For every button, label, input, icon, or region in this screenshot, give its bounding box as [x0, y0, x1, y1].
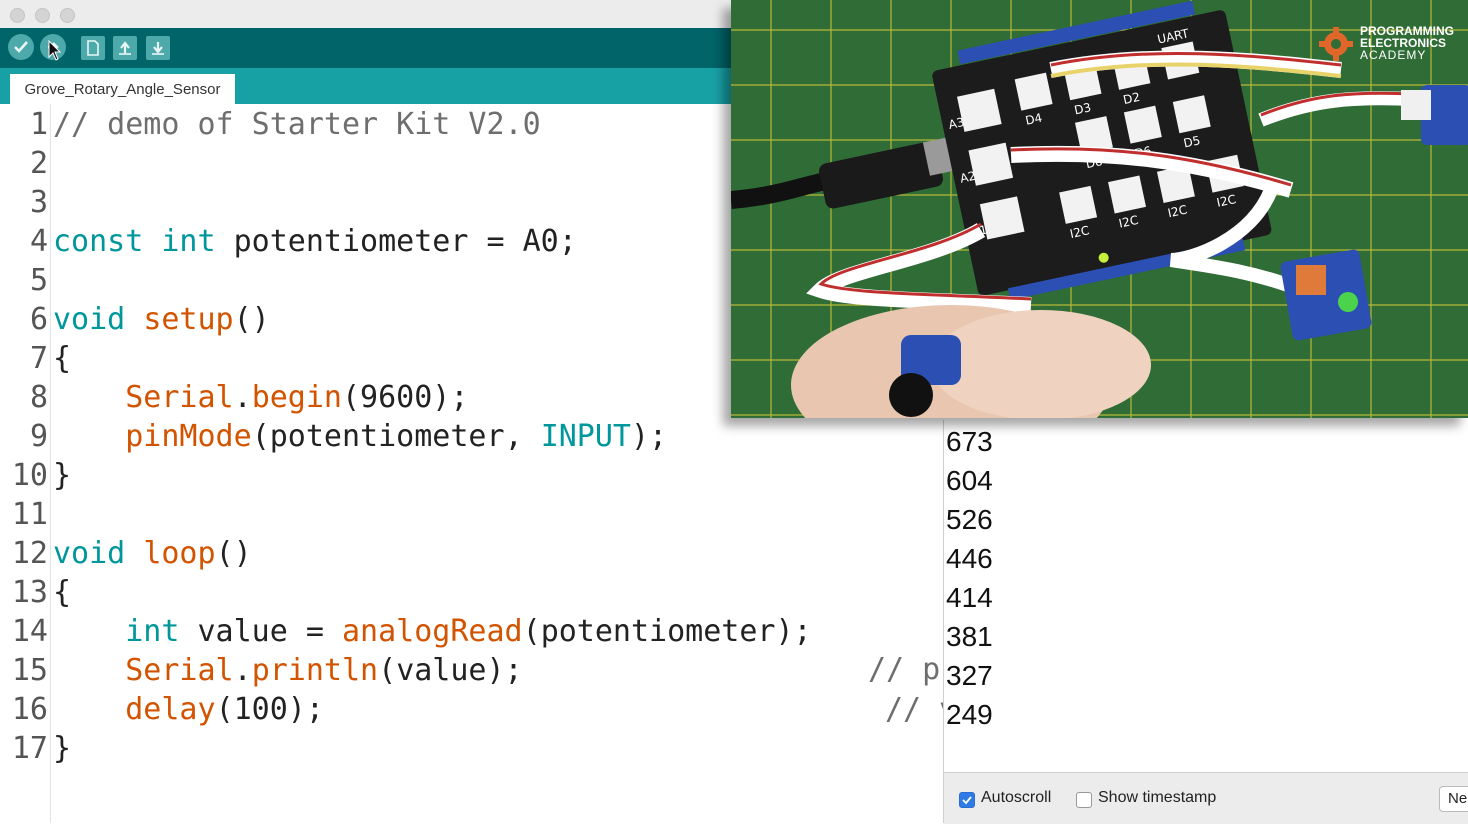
- save-arrow-icon: [152, 42, 164, 55]
- new-sketch-button[interactable]: [81, 36, 105, 60]
- tab-label: Grove_Rotary_Angle_Sensor: [24, 80, 221, 98]
- code-text: {: [53, 341, 72, 376]
- checkmark-icon: [14, 41, 28, 53]
- board-photo: A3 A2 A1 D4 D3 D2 UART D5 D6 D8 I2C I2C …: [731, 0, 1468, 418]
- tab-sketch[interactable]: Grove_Rotary_Angle_Sensor: [10, 74, 235, 104]
- line-number: 3: [29, 185, 48, 220]
- checkmark-icon: [962, 796, 972, 805]
- line-number: 6: [29, 302, 48, 337]
- line-number: 16: [11, 692, 48, 727]
- close-window-button[interactable]: [10, 8, 25, 23]
- code-line: 16 delay(100);: [0, 690, 900, 729]
- board-label: D4: [1024, 111, 1043, 128]
- code-text: void loop(): [53, 536, 252, 571]
- board-label: D3: [1073, 100, 1092, 117]
- show-timestamp-checkbox[interactable]: [1076, 792, 1092, 808]
- board-label: D2: [1122, 90, 1141, 107]
- line-number-gutter: [0, 104, 51, 823]
- serial-line: 446: [946, 543, 993, 574]
- serial-line: 249: [946, 699, 993, 730]
- code-text: }: [53, 731, 72, 766]
- code-line: 9 pinMode(potentiometer, INPUT);: [0, 417, 900, 456]
- code-line: 1// demo of Starter Kit V2.0: [0, 105, 900, 144]
- line-number: 13: [11, 575, 48, 610]
- autoscroll-label: Autoscroll: [981, 789, 1052, 806]
- line-number: 10: [11, 458, 48, 493]
- serial-line: 673: [946, 426, 993, 457]
- code-line: 15 Serial.println(value);: [0, 651, 900, 690]
- programming-electronics-academy-logo: PROGRAMMING ELECTRONICS ACADEMY: [1318, 22, 1454, 66]
- line-number: 1: [29, 107, 48, 142]
- open-sketch-button[interactable]: [113, 36, 137, 60]
- line-number: 8: [29, 380, 48, 415]
- serial-line: 414: [946, 582, 993, 613]
- code-text: int value = analogRead(potentiometer);: [125, 614, 812, 649]
- code-text: delay(100);: [125, 692, 324, 727]
- line-number: 17: [11, 731, 48, 766]
- serial-line: 526: [946, 504, 993, 535]
- line-number: 11: [11, 497, 48, 532]
- board-label: I2C: [1215, 192, 1237, 210]
- code-text: const int potentiometer = A0;: [53, 224, 577, 259]
- code-text: void setup(): [53, 302, 270, 337]
- serial-line: 604: [946, 465, 993, 496]
- show-timestamp-label: Show timestamp: [1098, 789, 1217, 806]
- code-line: 2: [0, 144, 900, 183]
- serial-line: 327: [946, 660, 993, 691]
- code-line: 14 int value = analogRead(potentiometer)…: [0, 612, 900, 651]
- board-label: I2C: [1117, 213, 1139, 231]
- code-line: 11: [0, 495, 900, 534]
- open-arrow-icon: [119, 41, 131, 55]
- code-text: Serial.println(value);: [125, 653, 523, 688]
- line-number: 7: [29, 341, 48, 376]
- logo-line: ELECTRONICS: [1360, 36, 1447, 50]
- save-sketch-button[interactable]: [146, 36, 170, 60]
- code-text: Serial.begin(9600);: [125, 380, 469, 415]
- line-number: 14: [11, 614, 48, 649]
- board-label: UART: [1156, 26, 1191, 46]
- serial-output: 673 604 526 446 414 381 327 249: [946, 422, 993, 734]
- video-overlay: A3 A2 A1 D4 D3 D2 UART D5 D6 D8 I2C I2C …: [731, 0, 1468, 418]
- partial-comment: // p: [868, 652, 941, 687]
- zoom-window-button[interactable]: [60, 8, 75, 23]
- serial-line: 381: [946, 621, 993, 652]
- gear-icon: [1319, 27, 1353, 61]
- board-label: A3: [947, 115, 965, 132]
- verify-button[interactable]: [8, 34, 34, 60]
- code-text: pinMode(potentiometer, INPUT);: [125, 419, 668, 454]
- line-number: 2: [29, 146, 48, 181]
- board-label: A2: [959, 169, 977, 186]
- logo-line: PROGRAMMING: [1360, 24, 1454, 38]
- line-number: 4: [29, 224, 48, 259]
- code-text: // demo of Starter Kit V2.0: [53, 107, 541, 142]
- serial-monitor: 673 604 526 446 414 381 327 249 Autoscroll Show…: [943, 420, 1468, 824]
- line-ending-select[interactable]: Ne: [1439, 786, 1468, 812]
- logo-line: ACADEMY: [1360, 48, 1427, 62]
- new-file-icon: [87, 40, 99, 56]
- serial-footer: Autoscroll Show timestamp Ne: [944, 772, 1468, 824]
- code-line: 17}: [0, 729, 900, 768]
- board-label: D5: [1182, 133, 1201, 150]
- line-number: 15: [11, 653, 48, 688]
- minimize-window-button[interactable]: [35, 8, 50, 23]
- code-line: 10}: [0, 456, 900, 495]
- code-text: {: [53, 575, 72, 610]
- code-line: 8 Serial.begin(9600);: [0, 378, 900, 417]
- line-ending-value: Ne: [1448, 790, 1468, 807]
- code-line: 3: [0, 183, 900, 222]
- line-number: 5: [29, 263, 48, 298]
- line-number: 12: [11, 536, 48, 571]
- code-line: 5: [0, 261, 900, 300]
- code-line: 13{: [0, 573, 900, 612]
- autoscroll-checkbox[interactable]: [959, 792, 975, 808]
- code-text: }: [53, 458, 72, 493]
- line-number: 9: [29, 419, 48, 454]
- code-line: 7{: [0, 339, 900, 378]
- board-label: I2C: [1166, 202, 1188, 220]
- board-label: I2C: [1069, 223, 1091, 241]
- mouse-cursor-icon: [48, 40, 62, 61]
